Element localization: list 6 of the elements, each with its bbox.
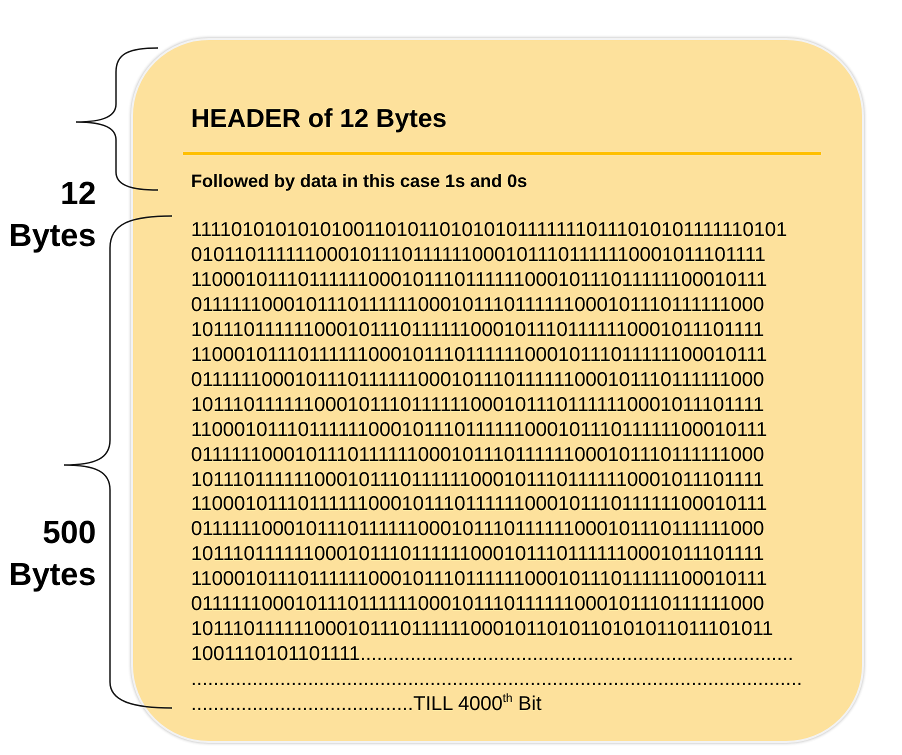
byte-count-label: 500 Bytes (8, 513, 96, 594)
byte-count-label: 12 Bytes (8, 174, 96, 255)
packet-card (131, 38, 864, 743)
card-heading: HEADER of 12 Bytes (191, 102, 447, 134)
binary-data-text: 11110101010101001101011010101011111110111010101111110101 0101101111110001011101111110001011101111110001011101111 1100010111011111100010111011111100010111011111100010111 0111111000101110111111000101110111111000101110111111000 1011101111110001011101111110001011101111110001011101111 1100010111011111100010111011111100010111011111100010111 0111111000101110111111000101110111111000101110111111000 1011101111110001011101111110001011101111110001011101111 1100010111011111100010111011111100010111011111100010111 0111111000101110111111000101110111111000101110111111000 1011101111110001011101111110001011101111110001011101111 1100010111011111100010111011111100010111011111100010111 0111111000101110111111000101110111111000101110111111000 1011101111110001011101111110001011101111110001011101111 1100010111011111100010111011111100010111011111100010111 0111111000101110111111000101110111111000101110111111000 1011101111110001011101111110001011010110101011011101011 1001110101101111.............................................................................. .............................................................................................................. ........................................TILL 4000$^{th}$ Bit (191, 218, 804, 718)
card-subheading: Followed by data in this case 1s and 0s (191, 170, 528, 193)
